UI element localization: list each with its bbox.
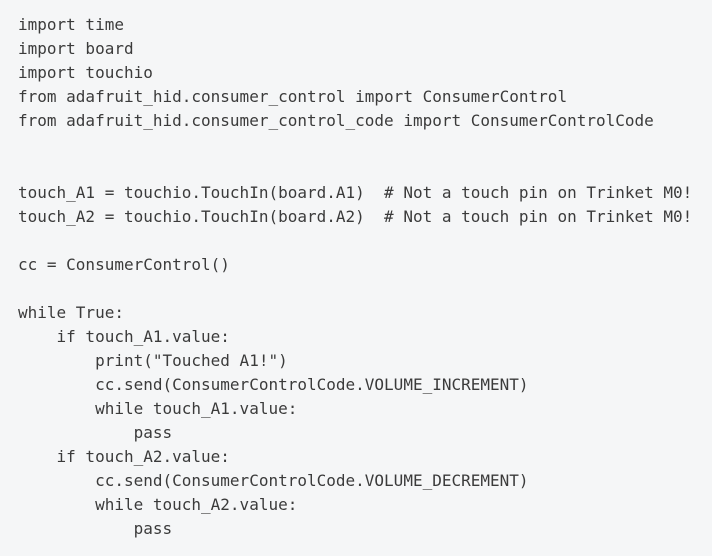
code-block: import time import board import touchio … [18, 15, 693, 538]
